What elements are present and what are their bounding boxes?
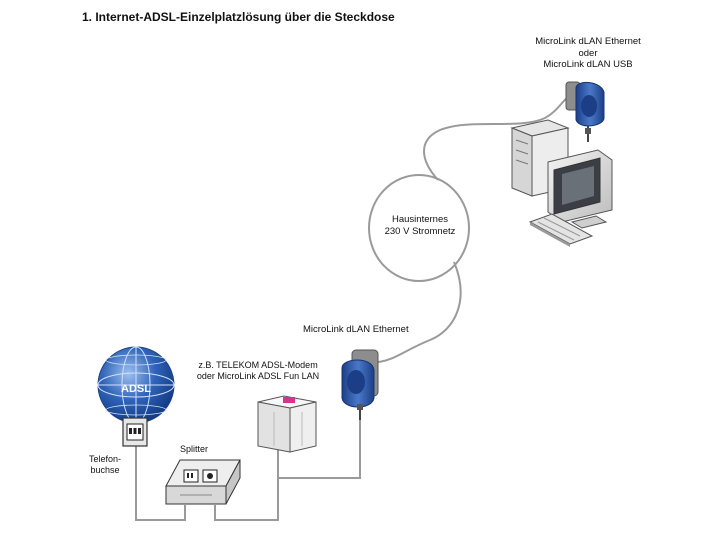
pc-adapter-label: MicroLink dLAN Ethernet oder MicroLink d… (520, 36, 656, 71)
diagram-title: 1. Internet-ADSL-Einzelplatzlösung über … (82, 10, 395, 24)
wall-socket-label: Telefon- buchse (82, 454, 128, 476)
powerline-label: Hausinternes 230 V Stromnetz (365, 214, 475, 237)
cable-ring-to-modem-adapter (377, 261, 462, 363)
cable-socket-to-splitter (135, 445, 186, 521)
cable-ring-to-pc-adapter (423, 92, 576, 181)
powerline-ring (368, 174, 470, 282)
adsl-globe-label: ADSL (121, 383, 151, 395)
pc-adapter-label-line2: oder (578, 47, 598, 59)
modem-label-line1: z.B. TELEKOM ADSL-Modem (198, 360, 318, 370)
adsl-modem-icon (257, 395, 317, 453)
pc-dlan-adapter-icon (565, 81, 605, 142)
splitter-label: Splitter (180, 444, 209, 454)
monitor-icon (547, 149, 613, 229)
powerline-label-line2: 230 V Stromnetz (384, 225, 456, 237)
wall-socket-label-line2: buchse (90, 465, 120, 475)
modem-dlan-adapter-icon (341, 349, 379, 420)
keyboard-icon (528, 213, 594, 247)
pc-adapter-label-line1: MicroLink dLAN Ethernet (535, 36, 641, 47)
pc-adapter-label-line3: MicroLink dLAN USB (543, 59, 633, 70)
modem-label: z.B. TELEKOM ADSL-Modem oder MicroLink A… (186, 360, 330, 382)
modem-adapter-label: MicroLink dLAN Ethernet (303, 324, 409, 335)
telefon-wall-socket-icon (122, 417, 148, 447)
wall-socket-label-line1: Telefon- (88, 454, 122, 464)
splitter-icon (165, 459, 241, 505)
modem-label-line2: oder MicroLink ADSL Fun LAN (196, 371, 320, 381)
powerline-label-line1: Hausinternes (392, 214, 448, 225)
cable-splitter-to-modem (214, 448, 279, 521)
